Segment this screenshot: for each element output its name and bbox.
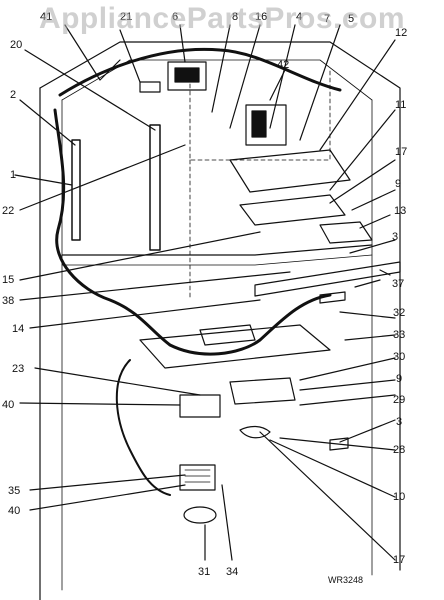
callout-30: 30	[393, 351, 405, 363]
callout-12: 12	[395, 27, 407, 39]
callout-4: 4	[296, 11, 302, 23]
callout-35: 35	[8, 485, 20, 497]
callout-29: 29	[393, 394, 405, 406]
callout-32: 32	[393, 307, 405, 319]
callout-17: 17	[395, 146, 407, 158]
callout-22: 22	[2, 205, 14, 217]
callout-2: 2	[10, 89, 16, 101]
callout-9-lower: 9	[396, 373, 402, 385]
callout-31: 31	[198, 566, 210, 578]
callout-33: 33	[393, 329, 405, 341]
callout-3: 3	[392, 231, 398, 243]
callout-5: 5	[348, 13, 354, 25]
callout-20: 20	[10, 39, 22, 51]
callout-3-lower: 3	[396, 416, 402, 428]
callout-6: 6	[172, 11, 178, 23]
callout-21: 21	[120, 11, 132, 23]
callout-41: 41	[40, 11, 52, 23]
callout-7: 7	[324, 13, 330, 25]
callout-13: 13	[394, 205, 406, 217]
callout-34: 34	[226, 566, 238, 578]
callout-1: 1	[10, 169, 16, 181]
callout-14: 14	[12, 323, 24, 335]
callout-37: 37	[392, 278, 404, 290]
callout-8: 8	[232, 11, 238, 23]
reference-code: WR3248	[328, 575, 363, 585]
callout-23: 23	[12, 363, 24, 375]
callout-40-lower: 40	[8, 505, 20, 517]
callout-40-upper: 40	[2, 399, 14, 411]
callout-42: 42	[277, 59, 289, 71]
callout-11: 11	[395, 99, 406, 111]
callout-38: 38	[2, 295, 14, 307]
callout-28: 28	[393, 444, 405, 456]
callout-17-lower: 17	[393, 554, 405, 566]
callout-15: 15	[2, 274, 14, 286]
callout-10: 10	[393, 491, 405, 503]
callout-9: 9	[395, 178, 401, 190]
callout-16: 16	[255, 11, 267, 23]
